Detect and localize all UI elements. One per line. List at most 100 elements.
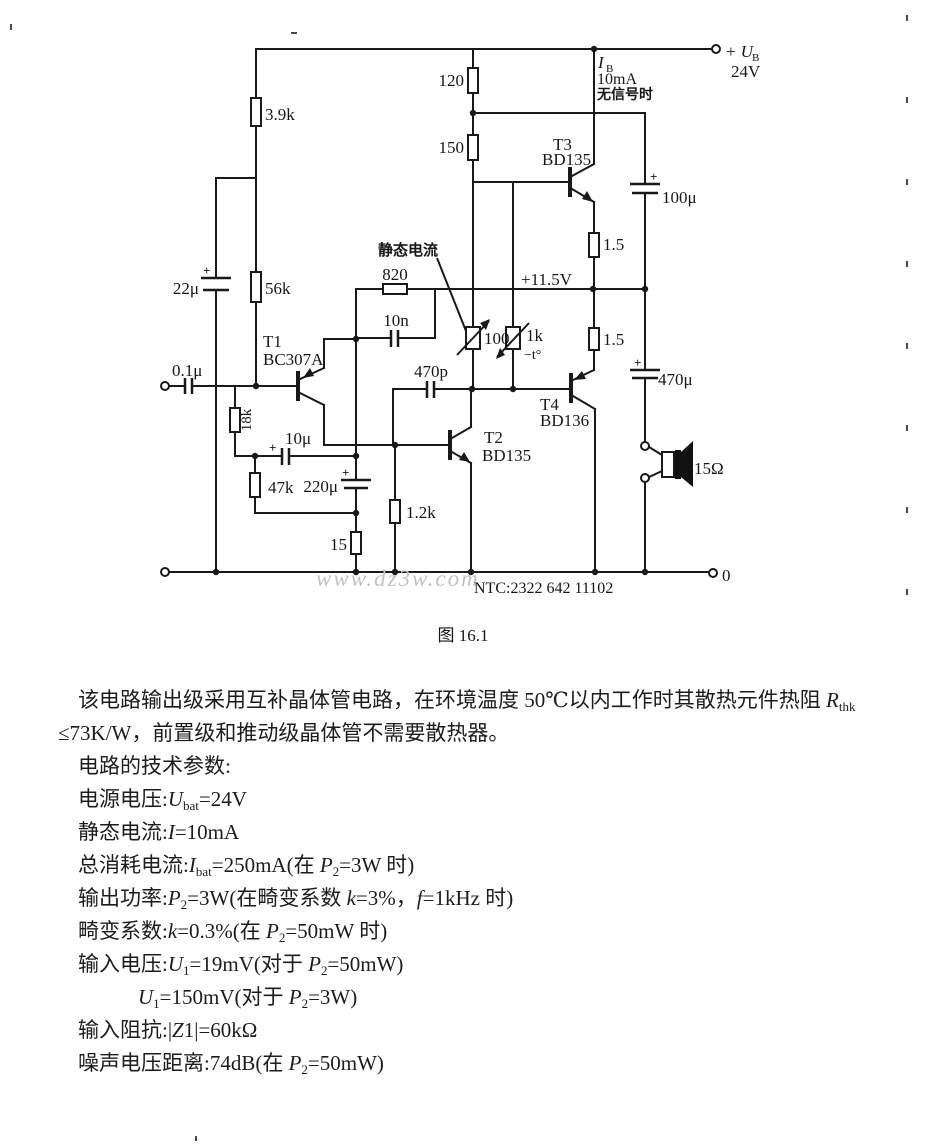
scan-artifact	[195, 1136, 197, 1141]
figure-caption: 图 16.1	[438, 626, 489, 645]
junction-dots	[212, 45, 649, 576]
spec-line-output-power: 输出功率:P2=3W(在畸变系数 k=3%，f=1kHz 时)	[78, 886, 514, 912]
label-quiescent-current: 静态电流	[378, 241, 438, 259]
label-t2-type: BD135	[482, 446, 531, 465]
label-ntc-1k: 1k	[526, 326, 544, 345]
t1-emitter-arrow	[303, 368, 314, 378]
plus-100u: +	[650, 169, 657, 184]
paragraph-line: 该电路输出级采用互补晶体管电路，在环境温度 50℃以内工作时其散热元件热阻 Rt…	[78, 688, 856, 714]
wire-segments	[168, 48, 713, 573]
scan-artifact	[906, 97, 908, 103]
resistor-1.5-bottom	[588, 327, 600, 351]
ntc-arrow	[496, 348, 505, 359]
speaker-terminal-top	[640, 441, 650, 451]
spec-heading: 电路的技术参数:	[78, 754, 231, 778]
resistor-bodies	[229, 67, 600, 555]
zero-terminal	[708, 568, 718, 578]
resistor-820	[382, 283, 408, 295]
supply-voltage-subscript: B	[752, 52, 759, 64]
label-10n: 10n	[383, 311, 409, 330]
current-value: 10mA	[597, 71, 637, 88]
resistor-150	[467, 134, 479, 161]
ntc-part-number: NTC:2322 642 11102	[474, 580, 613, 597]
label-3.9k: 3.9k	[265, 105, 295, 124]
label-150: 150	[439, 138, 465, 157]
supply-terminal	[711, 44, 721, 54]
label-t2: T2	[484, 428, 503, 447]
current-subscript: B	[606, 63, 613, 75]
watermark: www.dz3w.com	[316, 566, 480, 591]
spec-text-block: 该电路输出级采用互补晶体管电路，在环境温度 50℃以内工作时其散热元件热阻 Rt…	[58, 684, 903, 1080]
label-18k: 18k	[239, 408, 255, 431]
spec-line-distortion: 畸变系数:k=0.3%(在 P2=50mW 时)	[78, 919, 388, 945]
resistor-47k	[249, 472, 261, 498]
supply-voltage-symbol: + U	[725, 42, 755, 61]
label-56k: 56k	[265, 279, 291, 298]
resistor-56k	[250, 271, 262, 303]
label-t1-type: BC307A	[263, 350, 324, 369]
scan-artifact	[906, 179, 908, 185]
current-note: 无信号时	[596, 86, 653, 102]
resistor-1.5-top	[588, 232, 600, 258]
spec-line-input-impedance: 输入阻抗:|Z1|=60kΩ	[78, 1018, 258, 1042]
spec-line-supply-voltage: 电源电压:Ubat=24V	[78, 787, 247, 813]
emitter-arrowheads	[303, 191, 593, 462]
label-470p: 470p	[414, 362, 448, 381]
plus-220u: +	[342, 465, 349, 480]
plus-10u: +	[269, 440, 276, 455]
resistor-120	[467, 67, 479, 94]
t4-emitter-arrow	[574, 371, 586, 380]
label-120: 120	[439, 71, 465, 90]
label-t1: T1	[263, 332, 282, 351]
spec-line-input-voltage-1: 输入电压:U1=19mV(对于 P2=50mW)	[78, 952, 404, 978]
resistor-18k	[229, 407, 241, 433]
scan-artifact	[906, 589, 908, 595]
spec-line-quiescent-current: 静态电流:I=10mA	[78, 820, 240, 844]
spec-line-total-current: 总消耗电流:Ibat=250mA(在 P2=3W 时)	[78, 853, 415, 879]
label-speaker-15ohm: 15Ω	[694, 459, 724, 478]
label-t3-type: BD135	[542, 150, 591, 169]
label-220u: 220μ	[303, 477, 338, 496]
capacitor-plates	[183, 182, 660, 490]
input-terminal	[160, 381, 170, 391]
current-symbol: I	[597, 53, 605, 72]
t2-emitter-arrow	[459, 452, 470, 462]
label-t3: T3	[553, 135, 572, 154]
spec-line-input-voltage-2: U1=150mV(对于 P2=3W)	[138, 985, 358, 1011]
label-47k: 47k	[268, 478, 294, 497]
transistor-base-bars	[296, 167, 573, 460]
scan-artifact	[906, 425, 908, 431]
plus-470u: +	[634, 355, 641, 370]
label-22u: 22μ	[173, 279, 199, 298]
spec-line-noise-margin: 噪声电压距离:74dB(在 P2=50mW)	[78, 1051, 384, 1077]
circuit-schematic: 3.9k 56k 22μ 120 150 820 10n 静态电流 +11.5V…	[160, 42, 761, 645]
label-trimmer-100: 100	[484, 329, 510, 348]
terminals	[160, 44, 721, 578]
plus-22u: +	[203, 263, 210, 278]
scan-artifact	[906, 15, 908, 21]
label-1.2k: 1.2k	[406, 503, 436, 522]
label-0.1u: 0.1μ	[172, 361, 202, 380]
resistor-3.9k	[250, 97, 262, 127]
label-470u: 470μ	[658, 370, 693, 389]
label-1.5-bottom: 1.5	[603, 330, 624, 349]
zero-label: 0	[722, 566, 731, 585]
label-10u: 10μ	[285, 429, 311, 448]
speaker-terminal-bottom	[640, 473, 650, 483]
label-820: 820	[382, 265, 408, 284]
resistor-1.2k	[389, 499, 401, 524]
label-15: 15	[330, 535, 347, 554]
trimmer-arrow	[480, 319, 490, 330]
supply-voltage-value: 24V	[731, 62, 761, 81]
label-t4: T4	[540, 395, 559, 414]
label-1.5-top: 1.5	[603, 235, 624, 254]
scan-artifact	[906, 507, 908, 513]
label-midpoint-voltage: +11.5V	[521, 270, 573, 289]
label-ntc-temp: −t°	[524, 348, 541, 363]
speaker-icon	[661, 441, 693, 487]
label-100u: 100μ	[662, 188, 697, 207]
paragraph-line: ≤73K/W，前置级和推动级晶体管不需要散热器。	[58, 721, 510, 745]
resistor-15	[350, 531, 362, 555]
scan-artifact	[906, 343, 908, 349]
